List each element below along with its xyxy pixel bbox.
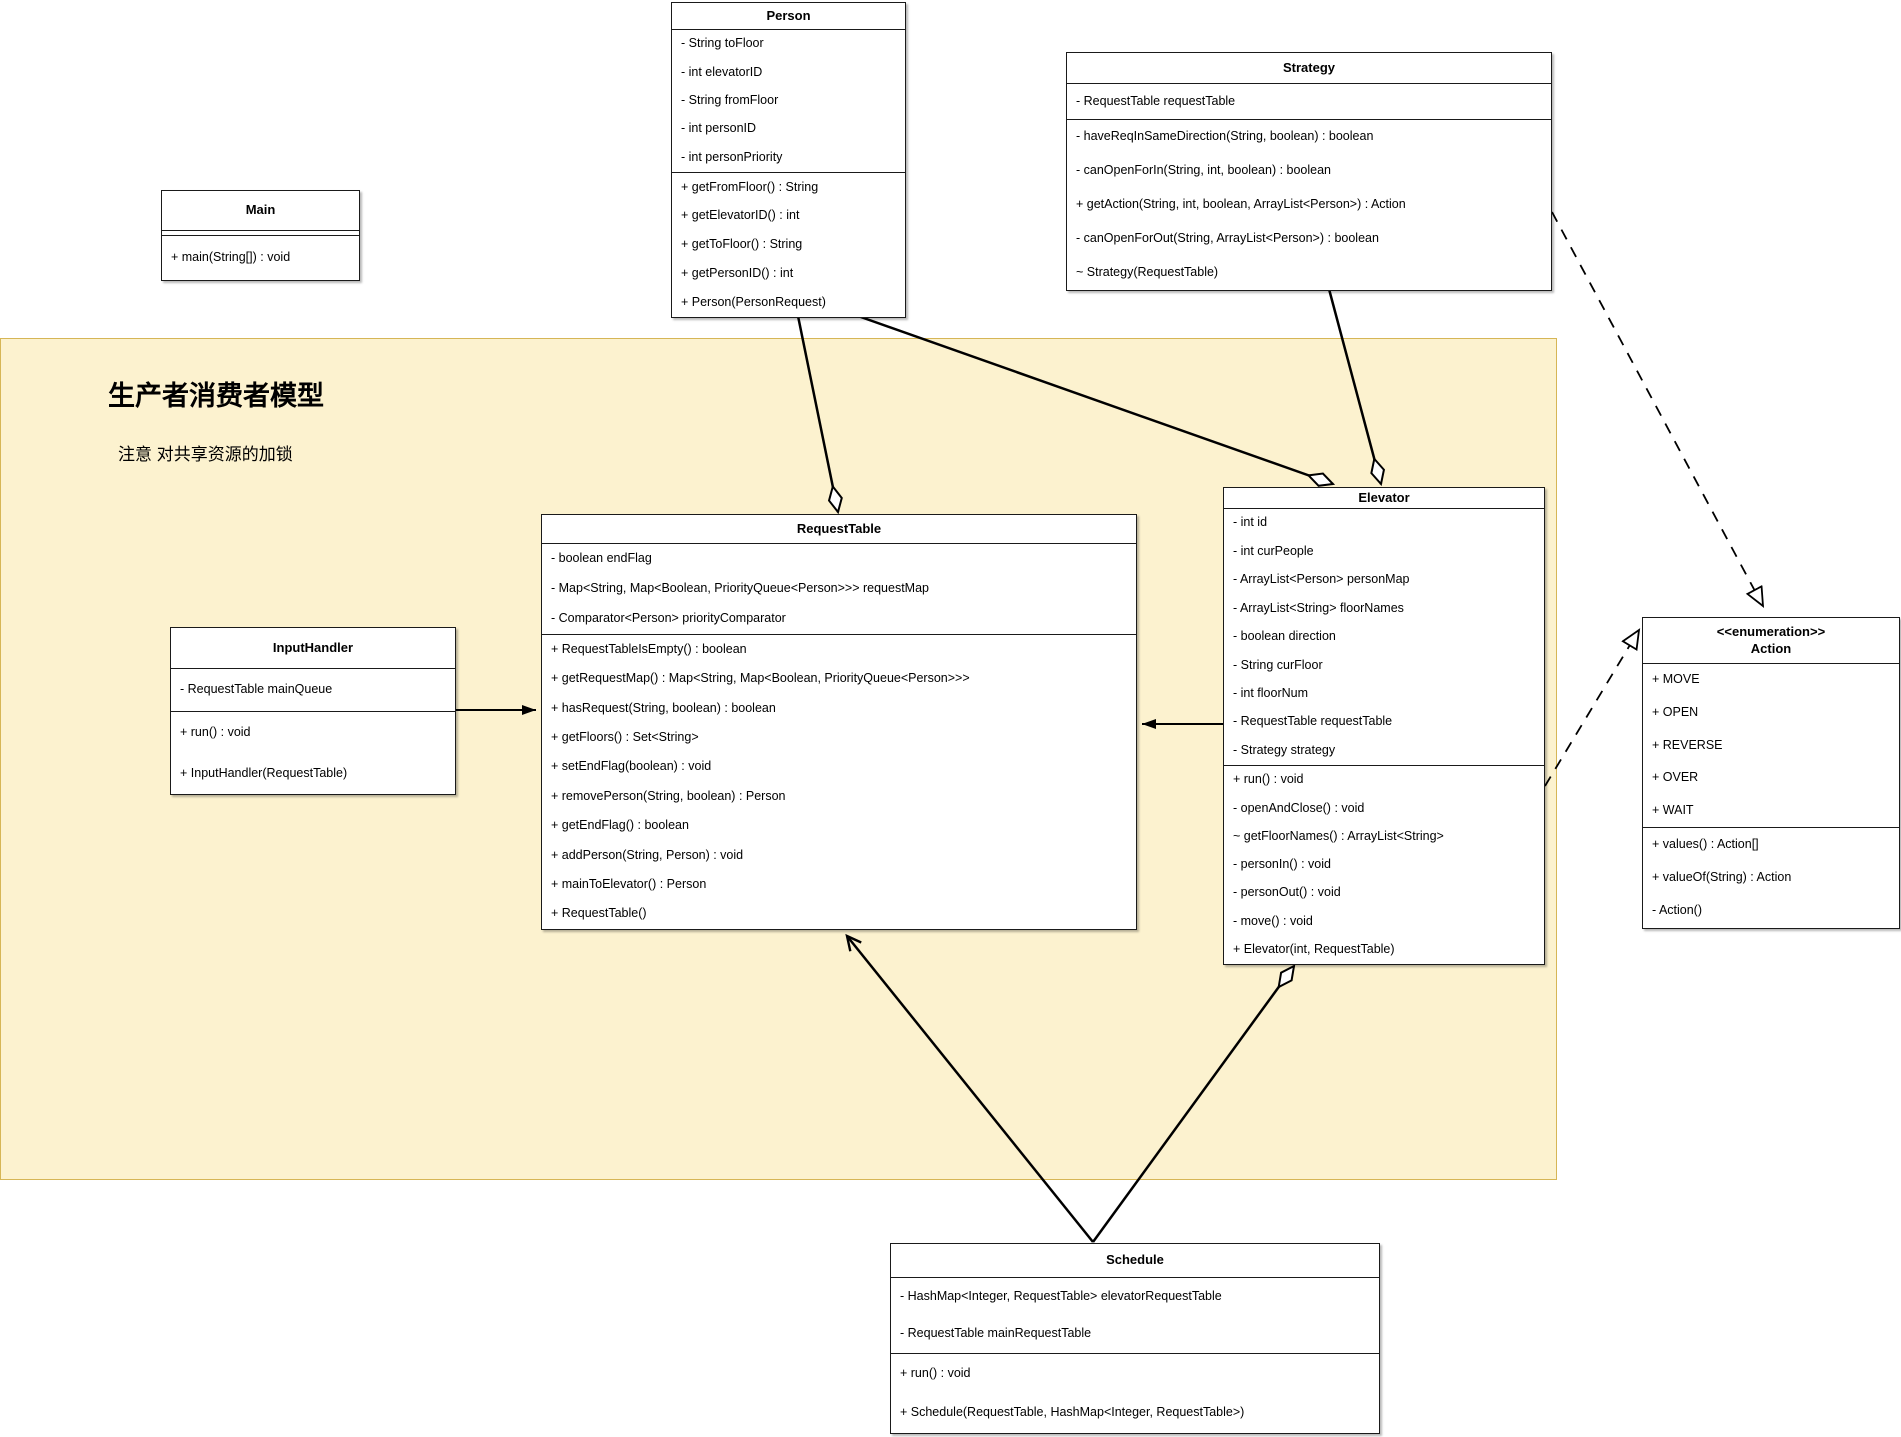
edge-schedule-elevator — [1091, 966, 1294, 1243]
attribute-row: - int curPeople — [1233, 543, 1314, 558]
class-title: Action — [1750, 640, 1792, 656]
attribute-row: - int personPriority — [681, 149, 783, 164]
attribute-row: + REVERSE — [1652, 737, 1723, 752]
edge-strategy-elevator — [1327, 288, 1381, 484]
attribute-row: - Comparator<Person> priorityComparator — [551, 611, 786, 626]
class-request-table[interactable]: RequestTable - boolean endFlag - Map<Strin… — [541, 514, 1137, 930]
class-title: InputHandler — [272, 639, 354, 655]
method-row: - canOpenForOut(String, ArrayList<Person… — [1076, 231, 1379, 246]
class-elevator[interactable]: Elevator - int id - int curPeople - ArrayLi… — [1223, 487, 1545, 965]
attribute-row: - int floorNum — [1233, 685, 1309, 700]
method-row: ~ Strategy(RequestTable) — [1076, 265, 1219, 280]
attribute-row: - RequestTable mainQueue — [180, 682, 333, 697]
method-row: + Schedule(RequestTable, HashMap<Integer… — [900, 1405, 1245, 1420]
region-subtitle: 注意 对共享资源的加锁 — [118, 445, 293, 464]
method-row: + main(String[]) : void — [171, 250, 291, 265]
attribute-row: + OPEN — [1652, 705, 1699, 720]
method-row: ~ getFloorNames() : ArrayList<String> — [1233, 828, 1444, 843]
method-row: + mainToElevator() : Person — [551, 876, 707, 891]
class-input-handler[interactable]: InputHandler - RequestTable mainQueue + ru… — [170, 627, 456, 795]
edge-person-requesttable — [796, 315, 838, 512]
method-row: + getElevatorID() : int — [681, 208, 800, 223]
region-title: 生产者消费者模型 — [108, 381, 324, 411]
method-row: - move() : void — [1233, 913, 1313, 928]
method-row: + Person(PersonRequest) — [681, 294, 826, 309]
class-schedule[interactable]: Schedule - HashMap<Integer, RequestTable>… — [890, 1243, 1380, 1434]
attribute-row: + MOVE — [1652, 672, 1700, 687]
method-row: + getRequestMap() : Map<String, Map<Bool… — [551, 671, 970, 686]
class-title: Person — [766, 7, 811, 23]
method-row: + InputHandler(RequestTable) — [180, 765, 348, 780]
edge-elevator-action — [1544, 630, 1639, 787]
attribute-row: - String curFloor — [1233, 657, 1323, 672]
attribute-row: + WAIT — [1652, 802, 1694, 817]
class-title: Schedule — [1106, 1252, 1164, 1268]
edge-person-elevator — [857, 314, 1333, 484]
method-row: + getPersonID() : int — [681, 265, 794, 280]
method-row: + getFloors() : Set<String> — [551, 729, 699, 744]
edge-schedule-requesttable — [847, 936, 1094, 1243]
method-row: - personOut() : void — [1233, 885, 1341, 900]
method-row: + values() : Action[] — [1652, 836, 1759, 851]
method-row: - haveReqInSameDirection(String, boolean… — [1076, 129, 1374, 144]
attribute-row: - String toFloor — [681, 36, 764, 51]
method-row: + RequestTable() — [551, 906, 647, 921]
attribute-row: - HashMap<Integer, RequestTable> elevato… — [900, 1288, 1222, 1303]
method-row: + setEndFlag(boolean) : void — [551, 759, 712, 774]
method-row: - Action() — [1652, 903, 1703, 918]
class-strategy[interactable]: Strategy - RequestTable requestTable - hav… — [1066, 52, 1552, 291]
method-row: + run() : void — [180, 724, 251, 739]
method-row: + run() : void — [1233, 772, 1304, 787]
method-row: + getAction(String, int, boolean, ArrayL… — [1076, 197, 1406, 212]
class-title: Main — [245, 202, 276, 218]
method-row: + hasRequest(String, boolean) : boolean — [551, 700, 776, 715]
method-row: - openAndClose() : void — [1233, 800, 1365, 815]
method-row: + getEndFlag() : boolean — [551, 818, 689, 833]
attribute-row: + OVER — [1652, 770, 1699, 785]
attribute-row: - ArrayList<String> floorNames — [1233, 600, 1404, 615]
attribute-row: - int elevatorID — [681, 64, 763, 79]
attribute-row: - boolean endFlag — [551, 551, 652, 566]
attribute-row: - RequestTable requestTable — [1076, 93, 1236, 108]
attribute-row: - boolean direction — [1233, 629, 1336, 644]
method-row: - canOpenForIn(String, int, boolean) : b… — [1076, 163, 1332, 178]
method-row: + addPerson(String, Person) : void — [551, 847, 744, 862]
attribute-row: - Map<String, Map<Boolean, PriorityQueue… — [551, 581, 929, 596]
method-row: + run() : void — [900, 1365, 971, 1380]
class-stereotype: <<enumeration>> — [1716, 624, 1826, 640]
method-row: + removePerson(String, boolean) : Person — [551, 788, 786, 803]
class-title: Strategy — [1282, 59, 1336, 75]
method-row: + valueOf(String) : Action — [1652, 870, 1792, 885]
method-row: + getFromFloor() : String — [681, 179, 819, 194]
attribute-row: - int personID — [681, 121, 757, 136]
method-row: + getToFloor() : String — [681, 237, 803, 252]
class-action[interactable]: <<enumeration>>Action + MOVE + OPEN + REVER… — [1642, 617, 1900, 929]
class-title: Elevator — [1358, 489, 1410, 505]
attribute-row: - String fromFloor — [681, 93, 779, 108]
class-title: RequestTable — [796, 520, 882, 536]
attribute-row: - Strategy strategy — [1233, 742, 1336, 757]
attribute-row: - ArrayList<Person> personMap — [1233, 572, 1410, 587]
attribute-row: - RequestTable requestTable — [1233, 714, 1393, 729]
class-person[interactable]: Person- String toFloor - int elevatorID - … — [671, 2, 906, 318]
attribute-row: - int id — [1233, 515, 1268, 530]
edge-strategy-action — [1551, 211, 1763, 606]
attribute-row: - RequestTable mainRequestTable — [900, 1326, 1092, 1341]
class-main[interactable]: Main + main(String[]) : void — [161, 190, 360, 281]
method-row: - personIn() : void — [1233, 857, 1331, 872]
method-row: + Elevator(int, RequestTable) — [1233, 941, 1395, 956]
method-row: + RequestTableIsEmpty() : boolean — [551, 641, 747, 656]
